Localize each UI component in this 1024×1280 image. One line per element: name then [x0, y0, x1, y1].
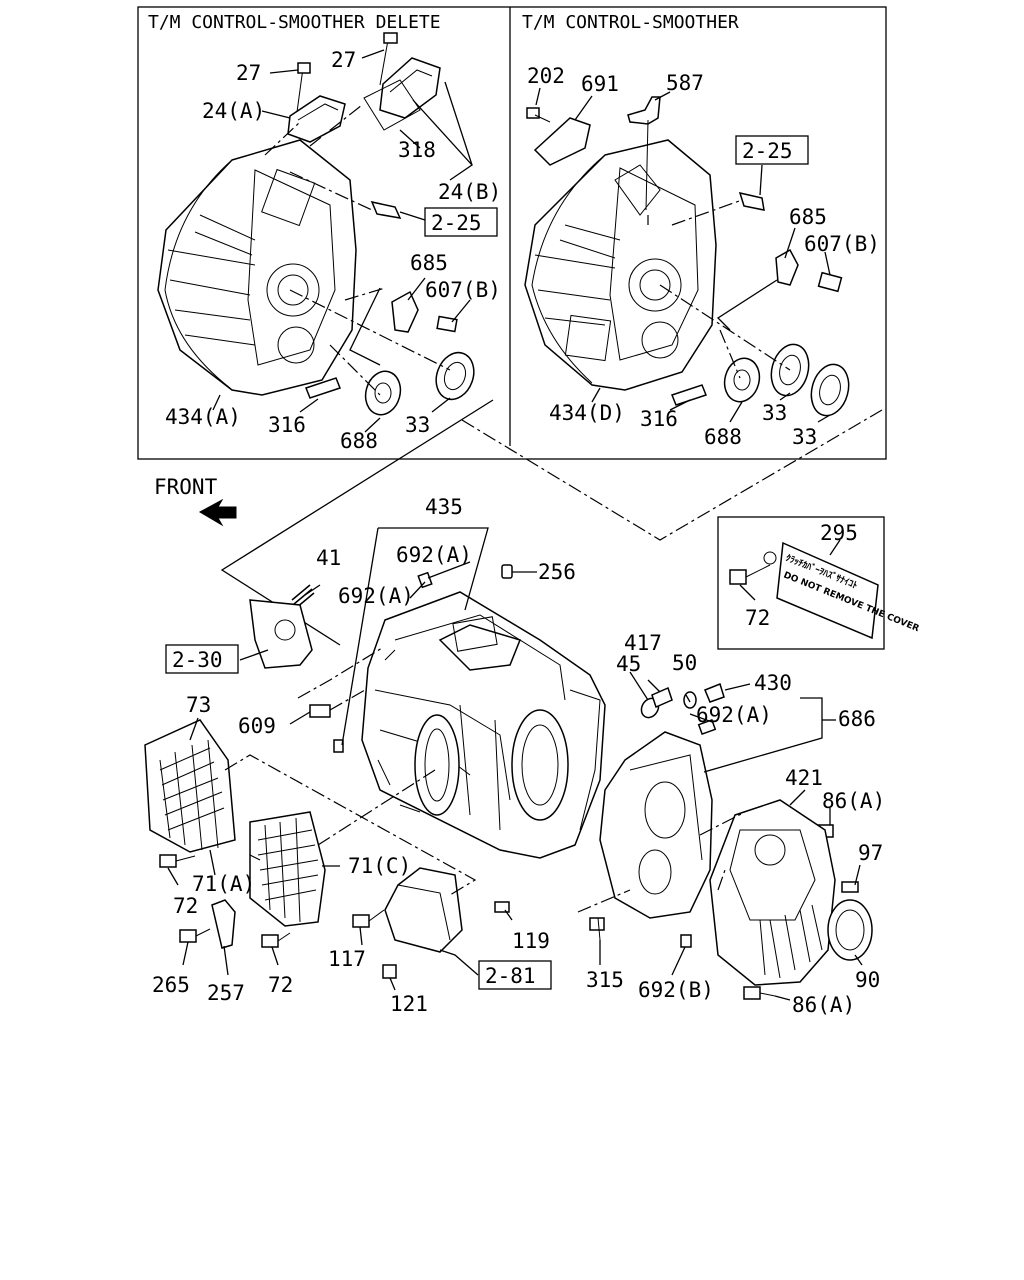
part-label: 430: [754, 671, 792, 695]
part-label: 86(A): [792, 993, 855, 1017]
part-label: 90: [855, 968, 880, 992]
part-label: 691: [581, 72, 619, 96]
reference-box: [137, 6, 887, 460]
part-label: 50: [672, 651, 697, 675]
part-label: 435: [425, 495, 463, 519]
part-label: 688: [704, 425, 742, 449]
right-panel-title: T/M CONTROL-SMOOTHER: [522, 12, 739, 33]
reference-box: [717, 516, 885, 650]
part-label: 685: [789, 205, 827, 229]
front-arrow-icon: [198, 498, 237, 527]
control-cover-parts-left: [287, 32, 441, 143]
part-label: 421: [785, 766, 823, 790]
part-label: 121: [390, 992, 428, 1016]
part-label: 256: [538, 560, 576, 584]
clutch-housing-434d: [524, 139, 717, 391]
part-label: 33: [405, 413, 430, 437]
part-label: 692(A): [696, 703, 772, 727]
part-label: 2-25: [742, 139, 793, 163]
part-label: 119: [512, 929, 550, 953]
part-label: 607(B): [804, 232, 880, 256]
part-label: 71(A): [192, 872, 255, 896]
right-small-parts: [526, 96, 850, 417]
part-label: 202: [527, 64, 565, 88]
part-label: 692(A): [338, 584, 414, 608]
part-label: 316: [640, 407, 678, 431]
part-label: 688: [340, 429, 378, 453]
reference-box: [735, 135, 809, 165]
rear-cover-421: [709, 799, 873, 986]
part-label: 24(A): [202, 99, 265, 123]
panel-connector-lines: [220, 399, 883, 646]
part-label: 587: [666, 71, 704, 95]
part-label: 117: [328, 947, 366, 971]
reference-box: [165, 644, 239, 674]
part-label: 24(B): [438, 180, 501, 204]
part-label: 27: [236, 61, 261, 85]
part-label: 692(A): [396, 543, 472, 567]
right-leader-lines: [535, 87, 831, 423]
part-label: 692(B): [638, 978, 714, 1002]
part-label: 417: [624, 631, 662, 655]
side-cover-73: [144, 719, 236, 853]
part-label: 33: [762, 401, 787, 425]
main-bolts: [159, 824, 859, 1000]
left-panel-title: T/M CONTROL-SMOOTHER DELETE: [148, 12, 441, 33]
part-label: 434(A): [165, 405, 241, 429]
top-panel-frame: [137, 6, 887, 460]
part-label: 72: [173, 894, 198, 918]
plugs-and-washers: [640, 683, 725, 736]
front-label: FRONT: [154, 475, 218, 499]
side-cover-71a: [249, 811, 326, 927]
part-label: 72: [745, 606, 770, 630]
part-label: 41: [316, 546, 341, 570]
part-label: 72: [268, 973, 293, 997]
part-label: 685: [410, 251, 448, 275]
part-label: 609: [238, 714, 276, 738]
clutch-housing-434a: [157, 139, 357, 396]
transmission-case-435: [361, 591, 606, 859]
part-label: 2-81: [485, 964, 536, 988]
left-leader-lines: [212, 49, 473, 433]
part-label: 33: [792, 425, 817, 449]
main-leader-lines: [167, 527, 863, 1001]
main-labels: 435 692(A) 692(A) 256 41 2-30 609 73 71(…: [152, 495, 885, 1017]
reference-box: [424, 207, 498, 237]
reference-box: [478, 960, 552, 990]
part-label: 45: [616, 652, 641, 676]
part-label: 27: [331, 48, 356, 72]
part-label: 86(A): [822, 789, 885, 813]
center-plate-686: [599, 731, 713, 919]
left-small-parts: [305, 200, 475, 416]
part-label: 315: [586, 968, 624, 992]
cover-71c: [384, 867, 463, 953]
part-label: 97: [858, 841, 883, 865]
part-label: 71(C): [348, 854, 411, 878]
left-panel-labels: 27 27 24(A) 318 24(B) 2-25 685 607(B) 43…: [165, 48, 501, 453]
part-label: 318: [398, 138, 436, 162]
part-label: 434(D): [549, 401, 625, 425]
part-label: 316: [268, 413, 306, 437]
part-label: 257: [207, 981, 245, 1005]
part-label: 607(B): [425, 278, 501, 302]
part-label: 265: [152, 973, 190, 997]
part-label: 2-30: [172, 648, 223, 672]
part-label: 686: [838, 707, 876, 731]
right-panel-labels: 202 691 587 2-25 685 607(B) 434(D) 316 6…: [527, 64, 880, 449]
part-label: 73: [186, 693, 211, 717]
part-label: 295: [820, 521, 858, 545]
part-label: 2-25: [431, 211, 482, 235]
